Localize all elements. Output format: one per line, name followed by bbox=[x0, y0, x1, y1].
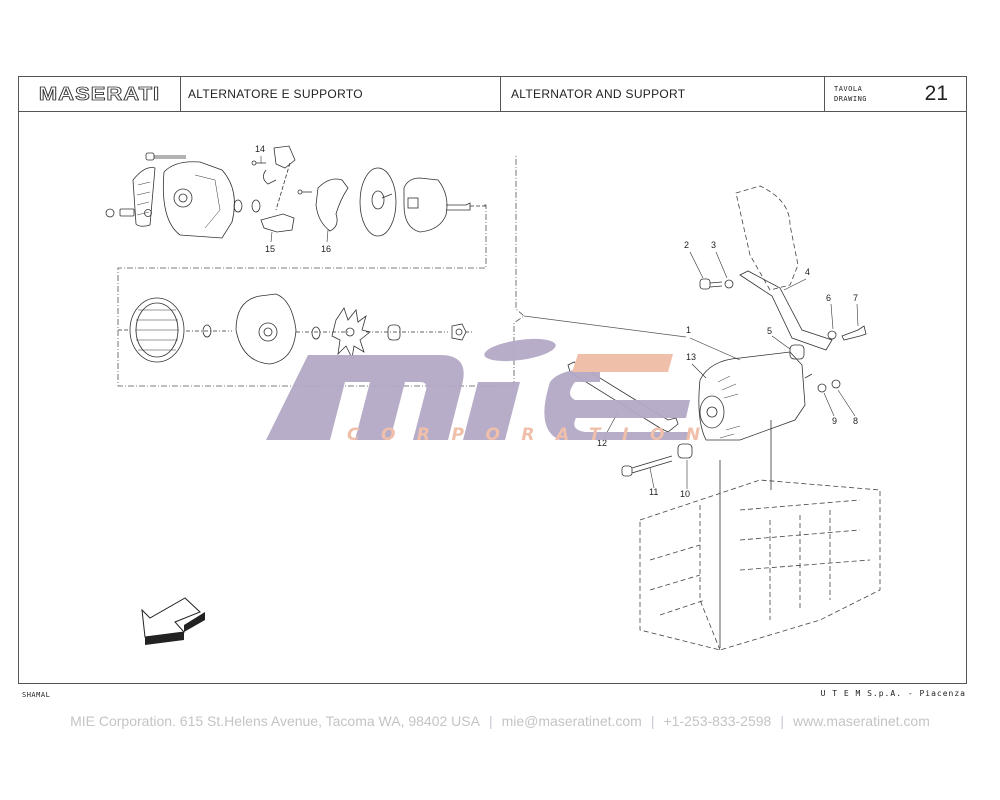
separator: | bbox=[650, 713, 655, 729]
maserati-logo: MASERATI bbox=[38, 82, 161, 105]
email-link[interactable]: mie@maseratinet.com bbox=[501, 713, 642, 729]
callout-2: 2 bbox=[684, 240, 689, 250]
callout-14: 14 bbox=[255, 144, 265, 154]
callout-12: 12 bbox=[597, 438, 607, 448]
title-italian: ALTERNATORE E SUPPORTO bbox=[188, 87, 363, 101]
drawing-sheet: MASERATI ALTERNATORE E SUPPORTO ALTERNAT… bbox=[18, 76, 967, 684]
bolt-part bbox=[145, 152, 186, 161]
publisher-name: U T E M S.p.A. - Piacenza bbox=[820, 689, 966, 698]
callout-10: 10 bbox=[680, 489, 690, 499]
title-block: MASERATI ALTERNATORE E SUPPORTO ALTERNAT… bbox=[19, 77, 966, 112]
drawing-label-english: DRAWING bbox=[834, 95, 868, 103]
callout-4: 4 bbox=[805, 267, 810, 277]
brand-cell: MASERATI bbox=[19, 77, 181, 111]
drawing-labels: TAVOLA DRAWING bbox=[834, 84, 867, 104]
callout-13: 13 bbox=[686, 352, 696, 362]
callout-7: 7 bbox=[853, 293, 858, 303]
separator: | bbox=[488, 713, 493, 729]
mie-watermark-subtitle: CORPORATION bbox=[347, 425, 722, 445]
drawing-number: 21 bbox=[924, 82, 948, 105]
title-italian-cell: ALTERNATORE E SUPPORTO bbox=[181, 77, 501, 111]
callout-8: 8 bbox=[853, 416, 858, 426]
direction-arrow-icon bbox=[141, 597, 205, 645]
title-english: ALTERNATOR AND SUPPORT bbox=[511, 87, 686, 101]
callout-3: 3 bbox=[711, 240, 716, 250]
separator: | bbox=[780, 713, 784, 729]
model-name: SHAMAL bbox=[22, 691, 51, 699]
phone-number: +1-253-833-2598 bbox=[663, 713, 772, 729]
drawing-number-cell: TAVOLA DRAWING 21 bbox=[825, 77, 966, 111]
title-english-cell: ALTERNATOR AND SUPPORT bbox=[501, 77, 825, 111]
company-address: MIE Corporation. 615 St.Helens Avenue, T… bbox=[70, 713, 480, 729]
website-link[interactable]: www.maseratinet.com bbox=[792, 713, 930, 729]
callout-11: 11 bbox=[649, 487, 658, 497]
drawing-label-italian: TAVOLA bbox=[834, 85, 863, 93]
callout-6: 6 bbox=[826, 293, 831, 303]
callout-16: 16 bbox=[321, 244, 331, 254]
callout-9: 9 bbox=[832, 416, 837, 426]
callout-5: 5 bbox=[767, 326, 772, 336]
callout-15: 15 bbox=[265, 244, 275, 254]
callout-1: 1 bbox=[686, 325, 691, 335]
contact-footer: MIE Corporation. 615 St.Helens Avenue, T… bbox=[0, 713, 1000, 729]
